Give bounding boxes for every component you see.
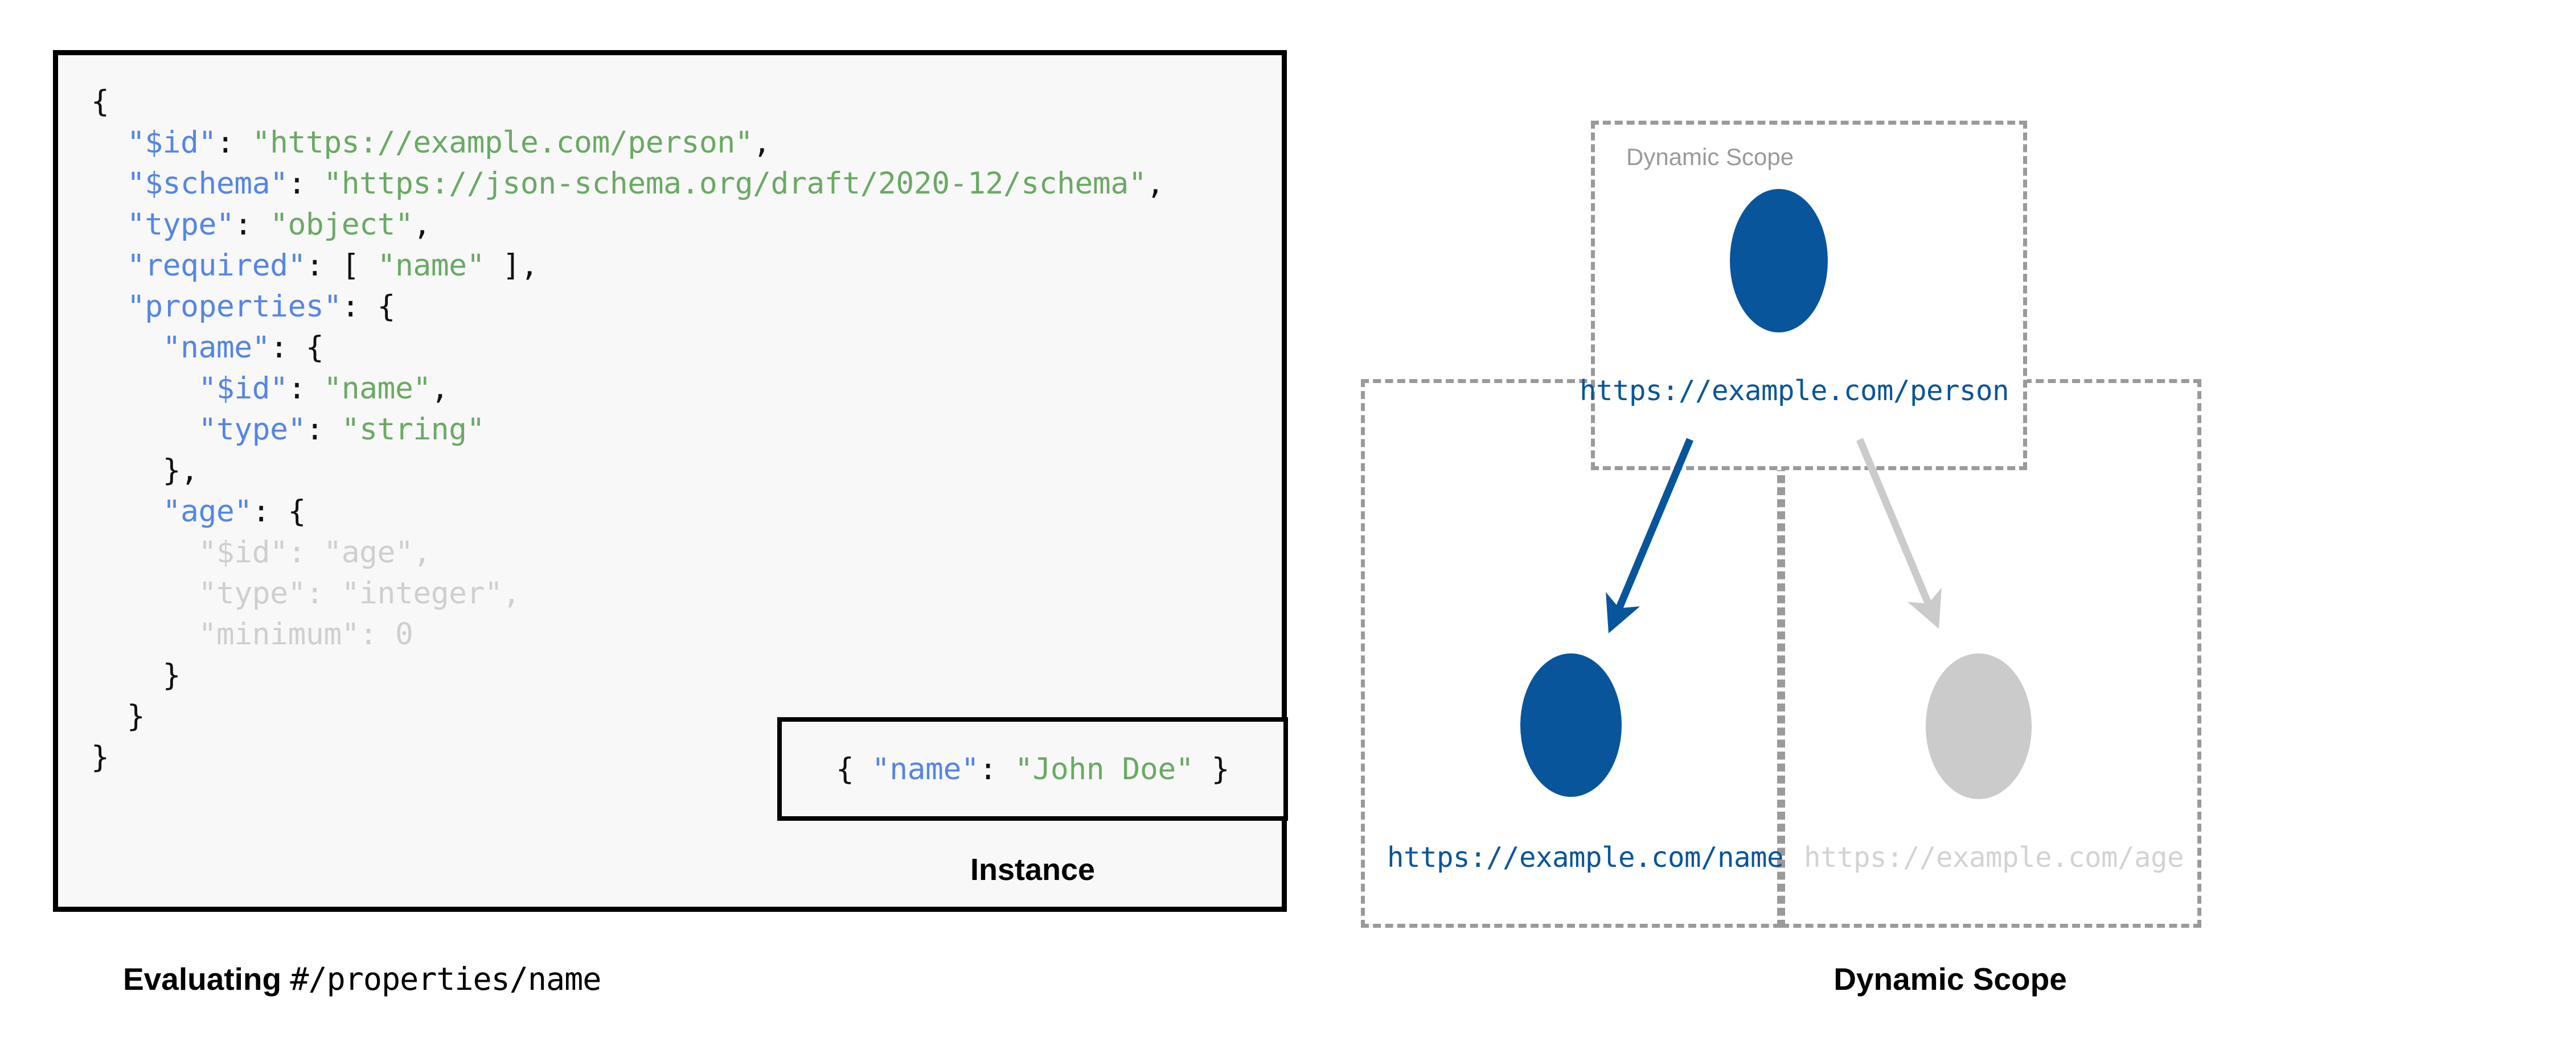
node-name-circle: [1520, 653, 1622, 797]
code-token: [91, 371, 198, 406]
node-name-label: https://example.com/name: [1387, 841, 1784, 874]
code-token: "minimum": [198, 617, 360, 652]
left-caption: Evaluating #/properties/name: [123, 961, 601, 997]
code-token: :: [979, 751, 1015, 787]
code-token: "https://json-schema.org/draft/2020-12/s…: [323, 166, 1147, 201]
code-token: [91, 330, 163, 365]
code-token: }: [91, 658, 181, 693]
code-line: "required": [ "name" ],: [91, 245, 1164, 286]
code-token: : {: [270, 330, 324, 365]
code-token: "name": [871, 751, 979, 787]
schema-code-panel: { "$id": "https://example.com/person", "…: [53, 50, 1288, 912]
code-token: }: [91, 740, 109, 775]
code-token: "integer": [341, 576, 503, 611]
code-token: [91, 207, 127, 242]
code-token: : {: [252, 494, 306, 529]
code-token: ,: [1146, 166, 1164, 201]
left-caption-bold: Evaluating: [123, 961, 282, 997]
code-token: [91, 617, 198, 652]
code-line: "type": "object",: [91, 204, 1164, 245]
code-token: "properties": [126, 289, 342, 324]
code-token: [91, 125, 127, 160]
code-token: : [: [305, 248, 378, 283]
code-token: "name": [377, 248, 485, 283]
code-token: "name": [323, 371, 431, 406]
code-line: "$id": "https://example.com/person",: [91, 122, 1164, 163]
code-token: {: [835, 751, 872, 787]
code-token: "type": [198, 412, 306, 447]
code-token: [91, 535, 198, 570]
left-caption-pointer: #/properties/name: [290, 961, 601, 997]
code-line: }: [91, 696, 1164, 737]
code-token: ],: [485, 248, 539, 283]
code-line: },: [91, 450, 1164, 491]
code-token: : {: [341, 289, 396, 324]
code-token: :: [234, 207, 270, 242]
code-token: [91, 248, 127, 283]
code-token: "$id": [126, 125, 217, 160]
code-token: "type": [126, 207, 235, 242]
code-token: ,: [430, 371, 449, 406]
code-token: "$schema": [126, 166, 288, 201]
code-token: "required": [126, 248, 306, 283]
code-line: "$id": "age",: [91, 532, 1164, 573]
dynamic-scope-diagram: Dynamic Scope https://example.com/person…: [1338, 85, 2562, 939]
code-token: [91, 289, 127, 324]
code-token: },: [91, 453, 199, 488]
code-token: [91, 576, 198, 611]
code-token: :: [305, 412, 342, 447]
code-token: "name": [162, 330, 270, 365]
code-line: "name": {: [91, 327, 1164, 368]
code-token: }: [1193, 751, 1230, 787]
code-line: {: [91, 81, 1164, 122]
code-token: "$id": [198, 371, 288, 406]
code-line: "properties": {: [91, 286, 1164, 327]
right-caption: Dynamic Scope: [1833, 961, 2067, 997]
code-token: 0: [395, 617, 413, 652]
code-token: "John Doe": [1015, 751, 1194, 787]
code-token: ,: [413, 207, 431, 242]
code-line: "age": {: [91, 491, 1164, 532]
code-token: "string": [341, 412, 485, 447]
code-line: }: [91, 737, 1164, 778]
code-line: "$id": "name",: [91, 368, 1164, 409]
code-token: }: [91, 699, 145, 734]
code-token: {: [91, 84, 109, 119]
code-token: ,: [753, 125, 771, 160]
node-age-label: https://example.com/age: [1804, 841, 2184, 874]
code-line: "minimum": 0: [91, 614, 1164, 655]
code-token: :: [288, 166, 324, 201]
code-line: "type": "string": [91, 409, 1164, 450]
code-token: :: [216, 125, 252, 160]
node-age-circle: [1926, 653, 2032, 799]
scope-box-name: [1361, 379, 1781, 928]
code-line: "type": "integer",: [91, 573, 1164, 614]
code-token: [91, 412, 198, 447]
code-token: "https://example.com/person": [252, 125, 753, 160]
node-person-circle: [1730, 189, 1828, 332]
instance-box: { "name": "John Doe" }: [777, 717, 1288, 821]
code-token: :: [359, 617, 395, 652]
scope-box-label: Dynamic Scope: [1626, 143, 1794, 170]
code-line: "$schema": "https://json-schema.org/draf…: [91, 163, 1164, 204]
code-token: ,: [413, 535, 431, 570]
code-token: :: [288, 535, 324, 570]
code-token: [91, 494, 163, 529]
code-token: "object": [270, 207, 413, 242]
code-token: "age": [323, 535, 413, 570]
node-person-label: https://example.com/person: [1580, 375, 2009, 407]
code-line: }: [91, 655, 1164, 696]
schema-code-block: { "$id": "https://example.com/person", "…: [91, 81, 1164, 778]
code-token: "age": [162, 494, 253, 529]
code-token: :: [305, 576, 342, 611]
code-token: "type": [198, 576, 306, 611]
code-token: ,: [502, 576, 520, 611]
code-token: [91, 166, 127, 201]
code-token: :: [288, 371, 324, 406]
instance-code: { "name": "John Doe" }: [835, 751, 1230, 787]
code-token: "$id": [198, 535, 288, 570]
instance-label: Instance: [970, 853, 1096, 887]
